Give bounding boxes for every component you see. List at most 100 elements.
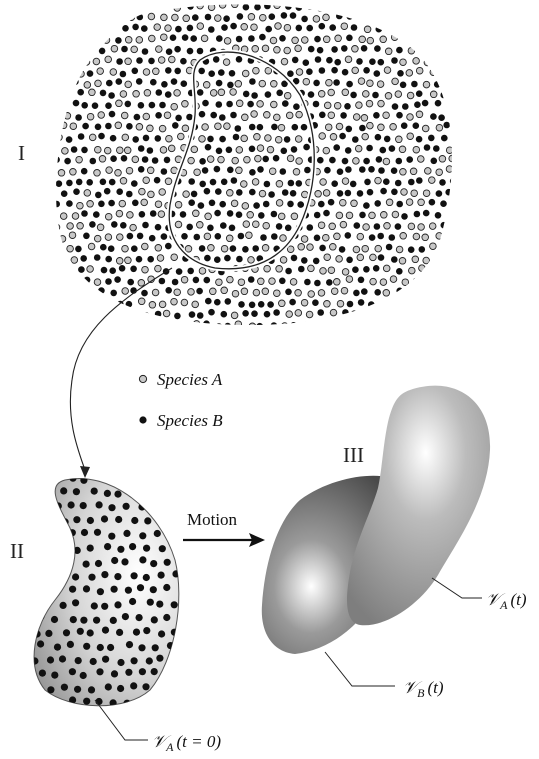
species-a-particle bbox=[284, 47, 291, 54]
species-a-particle bbox=[163, 310, 170, 317]
species-b-particle bbox=[78, 133, 85, 140]
species-a-particle bbox=[253, 67, 260, 74]
species-b-particle bbox=[406, 156, 413, 163]
species-b-particle bbox=[106, 322, 113, 329]
species-b-particle bbox=[282, 189, 289, 196]
species-a-particle bbox=[255, 155, 262, 162]
species-b-particle bbox=[117, 546, 124, 553]
legend: Species A Species B bbox=[139, 370, 223, 430]
species-b-particle bbox=[436, 190, 443, 197]
species-b-particle bbox=[461, 47, 468, 54]
species-b-particle bbox=[411, 81, 418, 88]
species-a-particle bbox=[435, 299, 442, 306]
species-a-particle bbox=[326, 79, 333, 86]
species-b-particle bbox=[136, 78, 143, 85]
species-b-particle bbox=[126, 191, 133, 198]
species-a-particle bbox=[318, 290, 325, 297]
species-a-particle bbox=[172, 14, 179, 21]
species-b-particle bbox=[450, 178, 457, 185]
species-b-particle bbox=[111, 670, 118, 677]
species-b-particle bbox=[271, 211, 278, 218]
species-b-particle bbox=[456, 320, 463, 327]
species-b-particle bbox=[45, 573, 52, 580]
species-b-particle bbox=[83, 698, 90, 705]
species-b-particle bbox=[391, 189, 398, 196]
species-b-particle bbox=[398, 3, 405, 10]
species-b-particle bbox=[414, 101, 421, 108]
species-b-particle bbox=[87, 70, 94, 77]
species-b-particle bbox=[337, 190, 344, 197]
species-a-particle bbox=[84, 82, 91, 89]
species-a-particle bbox=[188, 157, 195, 164]
species-b-particle bbox=[155, 224, 162, 231]
species-b-particle bbox=[440, 48, 447, 55]
species-b-particle bbox=[308, 46, 315, 53]
species-b-particle bbox=[104, 188, 111, 195]
species-b-particle bbox=[408, 179, 415, 186]
species-b-particle bbox=[407, 23, 414, 30]
species-b-particle bbox=[333, 144, 340, 151]
species-b-particle bbox=[130, 266, 137, 273]
species-b-particle bbox=[251, 92, 258, 99]
species-a-particle bbox=[328, 112, 335, 119]
species-b-particle bbox=[208, 309, 215, 316]
species-b-particle bbox=[374, 223, 381, 230]
species-a-particle bbox=[202, 124, 209, 131]
species-b-particle bbox=[288, 180, 295, 187]
species-b-particle bbox=[116, 629, 123, 636]
species-b-particle bbox=[66, 200, 73, 207]
species-b-particle bbox=[427, 291, 434, 298]
species-a-particle bbox=[117, 147, 124, 154]
species-b-particle bbox=[70, 616, 77, 623]
species-a-particle bbox=[192, 301, 199, 308]
species-b-particle bbox=[77, 89, 84, 96]
species-b-particle bbox=[377, 233, 384, 240]
species-b-particle bbox=[204, 277, 211, 284]
species-a-particle bbox=[188, 289, 195, 296]
species-b-particle bbox=[158, 630, 165, 637]
species-b-particle bbox=[81, 210, 88, 217]
species-a-particle bbox=[67, 223, 74, 230]
species-b-particle bbox=[135, 699, 142, 706]
species-b-particle bbox=[289, 299, 296, 306]
species-b-particle bbox=[91, 488, 98, 495]
species-a-particle bbox=[81, 35, 88, 42]
species-b-particle bbox=[156, 601, 163, 608]
species-b-particle bbox=[177, 699, 184, 706]
species-b-particle bbox=[292, 57, 299, 64]
species-b-particle bbox=[127, 233, 134, 240]
species-b-particle bbox=[56, 180, 63, 187]
species-b-particle bbox=[115, 516, 122, 523]
species-b-particle bbox=[101, 267, 108, 274]
species-b-particle bbox=[54, 245, 61, 252]
species-b-particle bbox=[24, 643, 31, 650]
species-b-particle bbox=[441, 312, 448, 319]
species-b-particle bbox=[282, 100, 289, 107]
species-b-particle bbox=[438, 269, 445, 276]
species-a-particle bbox=[409, 267, 416, 274]
species-b-particle bbox=[185, 486, 192, 493]
species-b-particle bbox=[273, 155, 280, 162]
species-b-particle bbox=[342, 69, 349, 76]
species-b-particle bbox=[132, 136, 139, 143]
species-a-particle bbox=[208, 4, 215, 11]
species-b-particle bbox=[73, 100, 80, 107]
species-b-particle bbox=[188, 627, 195, 634]
species-b-particle bbox=[103, 300, 110, 307]
species-b-particle bbox=[205, 14, 212, 21]
species-a-particle bbox=[142, 266, 149, 273]
species-b-particle bbox=[458, 147, 465, 154]
species-b-particle bbox=[199, 245, 206, 252]
species-a-particle bbox=[336, 256, 343, 263]
species-b-particle bbox=[116, 58, 123, 65]
species-a-particle bbox=[55, 312, 62, 319]
species-a-particle bbox=[180, 322, 187, 329]
species-a-particle bbox=[197, 23, 204, 30]
species-a-particle bbox=[71, 257, 78, 264]
species-a-particle bbox=[251, 111, 258, 118]
species-b-particle bbox=[356, 58, 363, 65]
species-b-particle bbox=[100, 244, 107, 251]
species-b-particle bbox=[132, 200, 139, 207]
species-a-particle bbox=[340, 199, 347, 206]
species-b-particle bbox=[156, 655, 163, 662]
